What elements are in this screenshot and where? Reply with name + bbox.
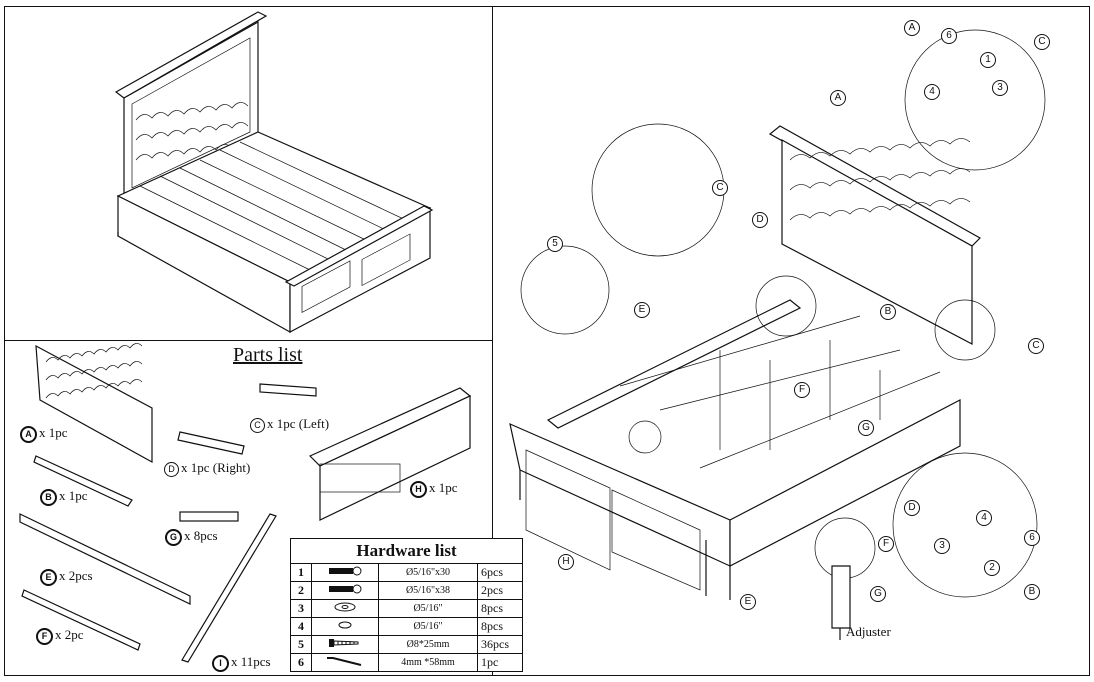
hardware-table: Hardware list 1 Ø5/16"x30 6pcs 2 Ø5/16"x… <box>290 538 523 672</box>
part-key-g: G <box>165 528 182 546</box>
assembly-panel <box>492 6 1090 676</box>
leg-part-drawing <box>179 511 239 522</box>
callout-4-top: 4 <box>924 84 940 100</box>
parts-list-title: Parts list <box>233 344 303 366</box>
center-beam-part-drawing <box>21 589 141 651</box>
callout-g-detail: G <box>870 586 886 602</box>
table-row: 3 Ø5/16" 8pcs <box>290 599 523 618</box>
allen-key-icon <box>311 653 379 672</box>
callout-d-detail: D <box>904 500 920 516</box>
callout-b: B <box>880 304 896 320</box>
callout-a-headboard: A <box>830 90 846 106</box>
part-key-b: B <box>40 488 57 506</box>
callout-c-right: C <box>1028 338 1044 354</box>
slat-part-drawing <box>181 513 277 663</box>
callout-3-top: 3 <box>992 80 1008 96</box>
part-key-d: D <box>164 461 179 477</box>
hardware-list-title: Hardware list <box>290 538 523 564</box>
headboard-part-drawing <box>35 343 153 464</box>
part-key-a: A <box>20 425 37 443</box>
table-row: 6 4mm *58mm 1pc <box>290 653 523 672</box>
callout-2-detail: 2 <box>984 560 1000 576</box>
part-key-f: F <box>36 627 53 645</box>
drawer-base-part-drawing <box>308 387 472 521</box>
callout-b-detail: B <box>1024 584 1040 600</box>
table-row: 4 Ø5/16" 8pcs <box>290 617 523 636</box>
callout-e-bottom: E <box>740 594 756 610</box>
table-row: 2 Ø5/16"x38 2pcs <box>290 581 523 600</box>
callout-5: 5 <box>547 236 563 252</box>
callout-4-detail: 4 <box>976 510 992 526</box>
washer-icon <box>311 599 379 618</box>
table-row: 5 Ø8*25mm 36pcs <box>290 635 523 654</box>
callout-6-detail: 6 <box>1024 530 1040 546</box>
assembly-drawing <box>509 29 1046 640</box>
lock-washer-icon <box>311 617 379 636</box>
callout-3-detail: 3 <box>934 538 950 554</box>
right-rail-part-drawing <box>177 431 245 455</box>
callout-g-leg: G <box>858 420 874 436</box>
callout-f-beam: F <box>794 382 810 398</box>
bolt-icon <box>311 563 379 582</box>
screw-icon <box>311 635 379 654</box>
assembled-bed-drawing <box>114 11 434 334</box>
part-key-i: I <box>212 654 229 672</box>
bolt-icon <box>311 581 379 600</box>
callout-f-detail: F <box>878 536 894 552</box>
table-row: 1 Ø5/16"x30 6pcs <box>290 563 523 582</box>
part-key-c: C <box>250 417 265 433</box>
callout-6-top: 6 <box>941 28 957 44</box>
callout-c-left: C <box>712 180 728 196</box>
part-key-e: E <box>40 568 57 586</box>
callout-c-top: C <box>1034 34 1050 50</box>
callout-d-left: D <box>752 212 768 228</box>
callout-h-drawer: H <box>558 554 574 570</box>
left-rail-part-drawing <box>259 383 317 397</box>
side-rail-part-drawing <box>19 513 191 605</box>
adjuster-label: Adjuster <box>846 624 891 639</box>
footboard-rail-part-drawing <box>33 455 133 507</box>
callout-a-top: A <box>904 20 920 36</box>
part-key-h: H <box>410 480 427 498</box>
callout-1-top: 1 <box>980 52 996 68</box>
callout-e-rail: E <box>634 302 650 318</box>
